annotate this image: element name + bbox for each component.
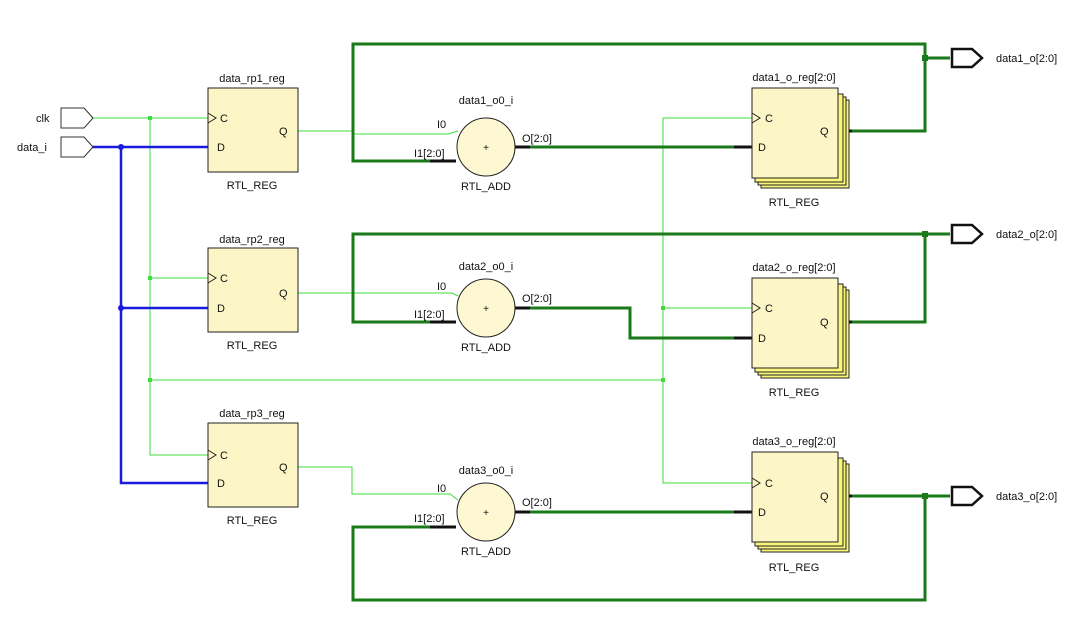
adder-data2-o0-i[interactable]: data2_o0_i + I0 I1[2:0] O[2:0] RTL_ADD (414, 261, 552, 354)
pin-i0: I0 (437, 119, 446, 131)
register-data3-o-reg[interactable]: data3_o_reg[2:0] C D Q RTL_REG (751, 436, 850, 574)
output-port-data1-o: data1_o[2:0] (950, 47, 1057, 69)
pin-d: D (758, 333, 766, 345)
pin-i1: I1[2:0] (414, 513, 445, 525)
clock-pin-icon (207, 272, 217, 284)
plus-icon: + (483, 508, 489, 519)
clock-pin-icon (751, 477, 761, 489)
data-input-net (92, 145, 208, 485)
plus-icon: + (483, 304, 489, 315)
port-arrow-icon (60, 107, 94, 129)
pin-i0: I0 (437, 483, 446, 495)
port-label: data3_o[2:0] (996, 491, 1057, 503)
register-name: data3_o_reg[2:0] (752, 436, 835, 448)
adder-body (456, 278, 516, 338)
clock-pin-icon (751, 302, 761, 314)
register-body (207, 87, 299, 173)
pin-d: D (758, 142, 766, 154)
register-body (751, 87, 839, 179)
register-body (207, 422, 299, 508)
port-arrow-icon (950, 485, 984, 507)
pin-c: C (220, 450, 228, 462)
register-name: data1_o_reg[2:0] (752, 72, 835, 84)
register-type: RTL_REG (227, 180, 278, 192)
clock-pin-icon (207, 112, 217, 124)
pin-q: Q (279, 462, 288, 474)
adder-name: data3_o0_i (459, 465, 513, 477)
pin-c: C (220, 273, 228, 285)
output-port-data2-o: data2_o[2:0] (950, 223, 1057, 245)
adder-type: RTL_ADD (461, 342, 511, 354)
bus-nets (351, 42, 950, 602)
pin-q: Q (820, 126, 829, 138)
pin-c: C (765, 303, 773, 315)
register-type: RTL_REG (769, 387, 820, 399)
plus-icon: + (483, 143, 489, 154)
port-label: clk (36, 113, 50, 125)
bus-junctions (922, 55, 928, 499)
clock-pin-icon (751, 112, 761, 124)
register-data2-o-reg[interactable]: data2_o_reg[2:0] C D Q RTL_REG (751, 262, 850, 399)
pin-i1: I1[2:0] (414, 309, 445, 321)
pin-i1: I1[2:0] (414, 148, 445, 160)
adder-data1-o0-i[interactable]: data1_o0_i + I0 I1[2:0] O[2:0] RTL_ADD (414, 95, 552, 193)
port-arrow-icon (60, 136, 94, 158)
pin-q: Q (820, 491, 829, 503)
register-name: data_rp2_reg (219, 234, 284, 246)
register-body (207, 247, 299, 333)
pin-q: Q (820, 317, 829, 329)
pin-o: O[2:0] (522, 497, 552, 509)
pin-c: C (765, 113, 773, 125)
adder-type: RTL_ADD (461, 546, 511, 558)
register-data-rp1-reg[interactable]: data_rp1_reg C D Q RTL_REG (207, 73, 299, 192)
port-label: data1_o[2:0] (996, 53, 1057, 65)
register-name: data_rp3_reg (219, 408, 284, 420)
register-type: RTL_REG (769, 562, 820, 574)
adder-name: data2_o0_i (459, 261, 513, 273)
register-body (751, 277, 839, 369)
register-body (751, 451, 839, 543)
register-data-rp3-reg[interactable]: data_rp3_reg C D Q RTL_REG (207, 408, 299, 527)
input-port-data-i: data_i (17, 136, 94, 158)
output-port-data3-o: data3_o[2:0] (950, 485, 1057, 507)
adder-body (456, 482, 516, 542)
pin-d: D (217, 303, 225, 315)
register-name: data2_o_reg[2:0] (752, 262, 835, 274)
adder-name: data1_o0_i (459, 95, 513, 107)
port-label: data2_o[2:0] (996, 229, 1057, 241)
clock-net (92, 117, 752, 484)
register-data-rp2-reg[interactable]: data_rp2_reg C D Q RTL_REG (207, 234, 299, 352)
adder-type: RTL_ADD (461, 181, 511, 193)
pin-o: O[2:0] (522, 293, 552, 305)
pin-o: O[2:0] (522, 133, 552, 145)
register-type: RTL_REG (227, 340, 278, 352)
input-port-clk: clk (36, 107, 94, 129)
pin-q: Q (279, 126, 288, 138)
register-data1-o-reg[interactable]: data1_o_reg[2:0] C D Q RTL_REG (751, 72, 850, 209)
clock-pin-icon (207, 449, 217, 461)
pin-d: D (217, 478, 225, 490)
port-label: data_i (17, 142, 47, 154)
register-type: RTL_REG (227, 515, 278, 527)
pin-d: D (217, 142, 225, 154)
pin-q: Q (279, 288, 288, 300)
pin-d: D (758, 507, 766, 519)
port-arrow-icon (950, 223, 984, 245)
adder-data3-o0-i[interactable]: data3_o0_i + I0 I1[2:0] O[2:0] RTL_ADD (414, 465, 552, 558)
pin-c: C (220, 113, 228, 125)
adder-body (456, 117, 516, 177)
pin-c: C (765, 478, 773, 490)
pin-i0: I0 (437, 281, 446, 293)
register-type: RTL_REG (769, 197, 820, 209)
port-arrow-icon (950, 47, 984, 69)
data-input-junctions (118, 144, 124, 311)
clock-junctions (148, 116, 665, 382)
register-name: data_rp1_reg (219, 73, 284, 85)
